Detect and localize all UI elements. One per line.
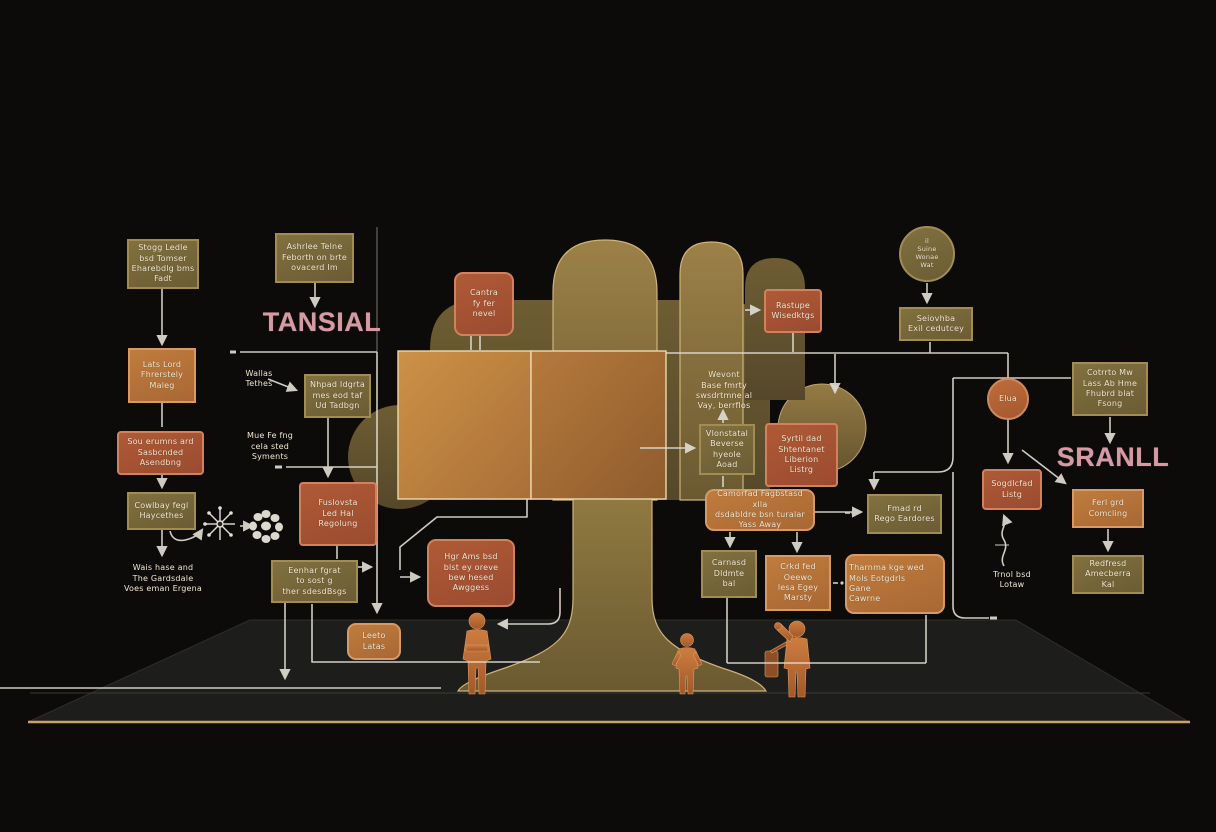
label-wallas: Wallas Tethes [245, 368, 273, 388]
center-panels [397, 350, 667, 500]
node-ferl: Ferl grd Comcling [1072, 489, 1144, 528]
node-tharnma: Tharnma kge wed Mols Eotgdrls Gane Cawrn… [845, 554, 945, 614]
node-c2a: Ashrlee Telne Feborth on brte ovacerd Im [275, 233, 354, 283]
node-leeto: Leeto Latas [347, 623, 401, 660]
node-seiovhba: Seiovhba Exil cedutcey [899, 307, 973, 341]
node-cotrrto: Cotrrto Mw Lass Ab Hme Fhubrd blat Fsong [1072, 362, 1148, 416]
people [462, 612, 811, 698]
node-suine-circle: il Suine Wonae Wat [899, 226, 955, 282]
tree-trunk [456, 494, 768, 692]
node-l3: Sou erumns ard Sasbcnded Asendbng [117, 431, 204, 475]
person-silhouette-adult-with-bag [764, 620, 811, 698]
pebble-cluster-icon [249, 510, 283, 543]
label-mue: Mue Fe fng cela sted Syments [246, 431, 294, 462]
node-syrtil: Syrtil dad Shtentanet Liberion Listrg [765, 423, 838, 487]
node-c2c: Fuslovsta Led Hal Regolung [299, 482, 377, 546]
node-crkd: Crkd fed Oeewo lesa Egey Marsty [765, 555, 831, 611]
node-l1: Stogg Ledle bsd Tomser Eharebdlg bms Fad… [127, 239, 199, 289]
node-elua-circle: Elua [987, 378, 1029, 420]
label-l5: Wais hase and The Gardsdale Voes eman Er… [124, 563, 202, 594]
node-c2d: Eenhar fgrat to sost g ther sdesdBsgs [271, 560, 358, 603]
node-rastupe: Rastupe Wisedktgs [764, 289, 822, 333]
node-vlon: Vlonstatal Beverse hyeole Aoad [699, 424, 755, 475]
node-carnasd: Carnasd Dldmte bal [701, 550, 757, 598]
heading-sranll: SRANLL [1056, 442, 1170, 473]
heading-tansial: TANSIAL [262, 307, 382, 338]
node-c2b: Nhpad Idgrta mes eod taf Ud Tadbgn [304, 374, 371, 418]
dandelion-burst-icon [203, 506, 235, 540]
node-redfresd: Redfresd Amecberra Kal [1072, 555, 1144, 594]
person-silhouette-child [671, 633, 703, 695]
node-fmad: Fmad rd Rego Eardores [867, 494, 942, 534]
label-wevont: Wevont Base fmrty swsdrtmne al Vay, berr… [695, 370, 753, 411]
label-trnol: Trnol bsd Lotaw [993, 569, 1031, 589]
node-l4: Cowlbay fegl Haycethes [127, 492, 196, 530]
node-sogdlcfad: Sogdlcfad Listg [982, 469, 1042, 510]
node-l2: Lats Lord Fhrerstely Maleg [128, 348, 196, 403]
node-camorfad: Camorfad Fagbstasd xlla dsdabldre bsn tu… [705, 489, 815, 531]
node-hgr: Hgr Ams bsd blst ey oreve bew hesed Awgg… [427, 539, 515, 607]
node-cantra: Cantra fy fer nevel [454, 272, 514, 336]
